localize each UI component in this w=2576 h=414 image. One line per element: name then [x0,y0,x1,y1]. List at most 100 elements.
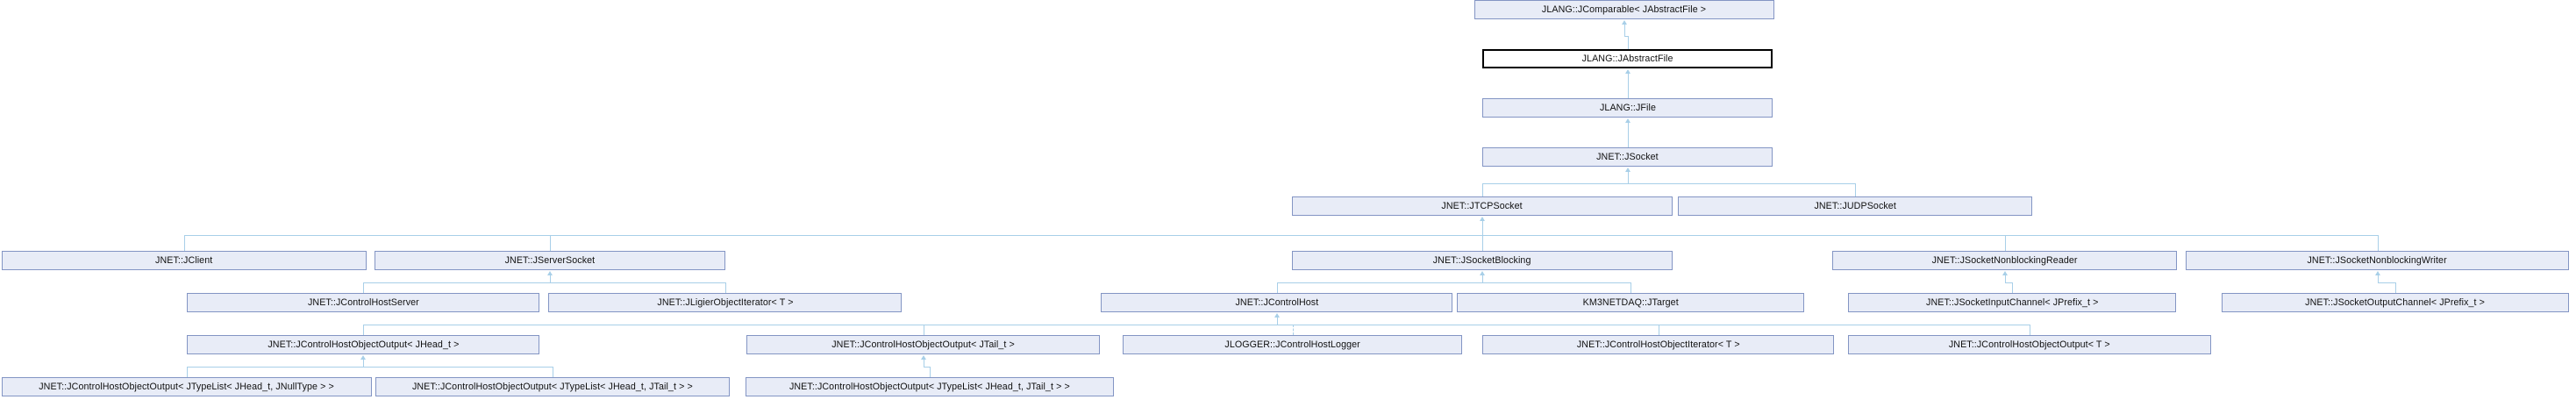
class-node-label: JNET::JSocketInputChannel< JPrefix_t > [1925,296,2099,308]
edge-drop-jcontrolhostserver [363,282,364,293]
class-node-label: JNET::JSocketBlocking [1433,254,1531,266]
edge-drop-jchobjoutput_tl_null [187,367,188,377]
class-node-jsocketoutputchannel[interactable]: JNET::JSocketOutputChannel< JPrefix_t > [2222,293,2569,312]
class-node-label: JNET::JControlHostObjectOutput< JTypeLis… [789,381,1070,392]
edge-bus-jchobjoutput_tail [924,367,931,368]
edge-drop-jcontrolhost [1277,282,1278,293]
class-node-label: JNET::JControlHostObjectIterator< T > [1576,339,1740,350]
class-node-jsocket[interactable]: JNET::JSocket [1482,147,1773,167]
edge-drop-jsocket [1628,134,1629,147]
inheritance-arrowhead-jtcpsocket [1480,217,1485,221]
class-node-jtcpsocket[interactable]: JNET::JTCPSocket [1292,196,1673,216]
class-node-label: JNET::JControlHost [1235,296,1318,308]
edge-drop-jsocknbreader [2005,235,2006,251]
class-node-jserversocket[interactable]: JNET::JServerSocket [375,251,725,270]
class-node-jcontrolhostserver[interactable]: JNET::JControlHostServer [187,293,539,312]
edge-drop-jcontrolhostlogger [1293,325,1294,335]
class-node-jabstractfile[interactable]: JLANG::JAbstractFile [1482,49,1773,68]
class-node-jchobjoutput_tl_1[interactable]: JNET::JControlHostObjectOutput< JTypeLis… [375,377,730,396]
edge-stub-jserversocket [550,275,551,282]
edge-drop-jsocketinputchannel [2012,282,2013,293]
class-node-label: JLANG::JComparable< JAbstractFile > [1542,4,1707,15]
class-node-jsocketblocking[interactable]: JNET::JSocketBlocking [1292,251,1673,270]
class-node-jchobjoutput_tail[interactable]: JNET::JControlHostObjectOutput< JTail_t … [746,335,1100,354]
class-node-jcontrolhostlogger[interactable]: JLOGGER::JControlHostLogger [1123,335,1462,354]
class-node-label: JNET::JControlHostObjectOutput< JHead_t … [267,339,460,350]
class-node-jchobjiterator_t[interactable]: JNET::JControlHostObjectIterator< T > [1482,335,1834,354]
edge-drop-jchobjoutput_head [363,325,364,335]
edge-stub-jfile [1628,122,1629,134]
class-node-label: JNET::JSocket [1596,151,1659,162]
edge-drop-jclient [184,235,185,251]
class-node-label: JLANG::JAbstractFile [1581,53,1673,64]
class-node-jsocketinputchannel[interactable]: JNET::JSocketInputChannel< JPrefix_t > [1848,293,2176,312]
class-node-jligierobjectiterator[interactable]: JNET::JLigierObjectIterator< T > [548,293,902,312]
class-node-label: JNET::JControlHostServer [307,296,419,308]
edge-bus-jserversocket [363,282,725,283]
class-node-jsocknbreader[interactable]: JNET::JSocketNonblockingReader [1832,251,2177,270]
inheritance-arrowhead-jfile [1625,118,1631,123]
inheritance-arrowhead-jsocket [1625,168,1631,172]
edge-bus-jcomparable [1624,36,1628,37]
class-node-label: JNET::JControlHostObjectOutput< JTypeLis… [39,381,335,392]
inheritance-arrowhead-jsocketblocking [1480,271,1485,275]
edge-stub-jcomparable [1624,24,1625,36]
edge-bus-jsocket [1482,183,1855,184]
class-node-label: JNET::JLigierObjectIterator< T > [656,296,794,308]
edge-bus-jsocknbreader [2005,282,2013,283]
edge-stub-jsocknbreader [2005,275,2006,282]
class-node-jchobjoutput_tl_2[interactable]: JNET::JControlHostObjectOutput< JTypeLis… [746,377,1114,396]
edge-drop-judpsocket [1855,183,1856,196]
inheritance-arrowhead-jcomparable [1622,20,1627,25]
class-node-jcomparable[interactable]: JLANG::JComparable< JAbstractFile > [1474,0,1774,19]
class-node-jclient[interactable]: JNET::JClient [2,251,367,270]
class-node-label: JNET::JClient [155,254,213,266]
inheritance-arrowhead-jchobjoutput_head [360,355,366,360]
class-node-label: JNET::JSocketNonblockingReader [1931,254,2078,266]
class-node-jfile[interactable]: JLANG::JFile [1482,98,1773,118]
edge-bus-jsocketblocking [1277,282,1631,283]
edge-bus-jsocknbwriter [2378,282,2396,283]
class-node-jchobjoutput_head[interactable]: JNET::JControlHostObjectOutput< JHead_t … [187,335,539,354]
inheritance-arrowhead-jabstractfile [1625,69,1631,74]
edge-stub-jsocknbwriter [2378,275,2379,282]
edge-drop-jsocketoutputchannel [2395,282,2396,293]
class-node-label: JNET::JSocketOutputChannel< JPrefix_t > [2305,296,2486,308]
edge-drop-jtcpsocket [1482,183,1483,196]
edge-drop-jsocketblocking [1482,235,1483,251]
class-node-jchobjoutput_t[interactable]: JNET::JControlHostObjectOutput< T > [1848,335,2211,354]
inheritance-arrowhead-jchobjoutput_tail [921,355,926,360]
edge-bus-jchobjoutput_head [187,367,553,368]
class-node-label: JNET::JControlHostObjectOutput< JTypeLis… [412,381,693,392]
edge-drop-jfile [1628,85,1629,98]
edge-stub-jchobjoutput_head [363,359,364,367]
edge-drop-jsocknbwriter [2378,235,2379,251]
class-node-label: KM3NETDAQ::JTarget [1582,296,1679,308]
edge-stub-jtcpsocket [1482,220,1483,235]
class-node-jchobjoutput_tl_null[interactable]: JNET::JControlHostObjectOutput< JTypeLis… [2,377,372,396]
class-node-label: JNET::JUDPSocket [1814,200,1896,211]
class-node-label: JNET::JControlHostObjectOutput< JTail_t … [831,339,1015,350]
edge-stub-jsocket [1628,171,1629,183]
class-node-label: JLOGGER::JControlHostLogger [1224,339,1360,350]
class-node-label: JLANG::JFile [1599,102,1656,113]
class-node-judpsocket[interactable]: JNET::JUDPSocket [1678,196,2032,216]
class-node-jcontrolhost[interactable]: JNET::JControlHost [1101,293,1452,312]
edge-bus-jtcpsocket [184,235,2378,236]
edge-drop-jserversocket [550,235,551,251]
class-node-label: JNET::JControlHostObjectOutput< T > [1949,339,2110,350]
edge-drop-jligierobjectiterator [725,282,726,293]
edge-drop-jabstractfile [1628,36,1629,49]
class-node-label: JNET::JSocketNonblockingWriter [2307,254,2448,266]
inheritance-arrowhead-jcontrolhost [1274,313,1280,318]
class-node-jtarget[interactable]: KM3NETDAQ::JTarget [1457,293,1804,312]
class-node-jsocknbwriter[interactable]: JNET::JSocketNonblockingWriter [2186,251,2569,270]
edge-stub-jabstractfile [1628,73,1629,85]
edge-stub-jsocketblocking [1482,275,1483,282]
inheritance-arrowhead-jserversocket [547,271,553,275]
class-node-label: JNET::JTCPSocket [1441,200,1523,211]
class-node-label: JNET::JServerSocket [504,254,596,266]
inheritance-arrowhead-jsocknbwriter [2375,271,2380,275]
edge-stub-jcontrolhost [1277,317,1278,325]
